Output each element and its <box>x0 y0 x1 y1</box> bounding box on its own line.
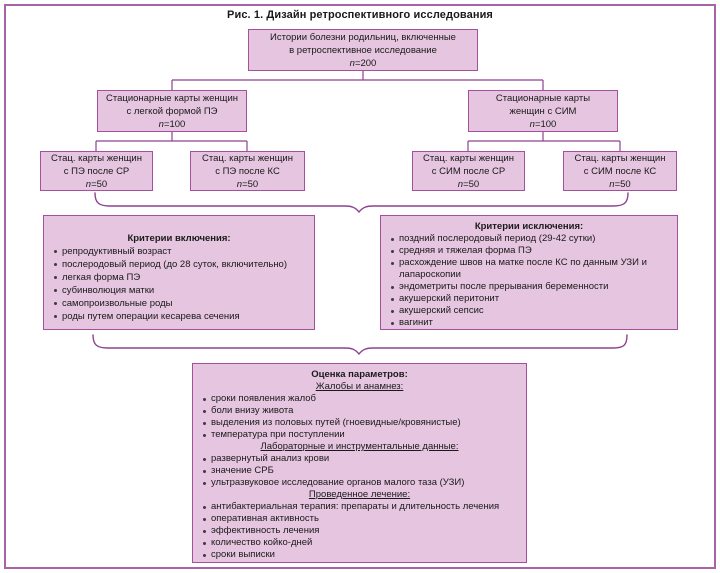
bullet-item: боли внизу живота <box>201 405 518 417</box>
inclusion-criteria-title: Критерии включения: <box>127 233 231 244</box>
bullet-item: субинволюция матки <box>52 284 306 297</box>
node-n-label: n=50 <box>609 178 631 190</box>
bullet-item: расхождение швов на матке после КС по да… <box>389 257 669 281</box>
parameters-section-heading: Жалобы и анамнез: <box>315 381 404 392</box>
node-text: Стац. карты женщин <box>423 152 514 164</box>
node-pe-group: Стационарные карты женщин с легкой формо… <box>97 90 247 132</box>
node-pe-sr: Стац. карты женщин с ПЭ после СР n=50 <box>40 151 153 191</box>
bullet-item: выделения из половых путей (гноевидные/к… <box>201 417 518 429</box>
parameters-section-heading: Проведенное лечение: <box>308 489 411 500</box>
bullet-item: поздний послеродовый период (29-42 сутки… <box>389 233 669 245</box>
node-n-label: n=100 <box>158 118 186 130</box>
node-n-label: n=50 <box>457 178 480 190</box>
bullet-item: антибактериальная терапия: препараты и д… <box>201 501 518 513</box>
exclusion-criteria-list: поздний послеродовый период (29-42 сутки… <box>389 233 669 329</box>
bullet-item: послеродовый период (до 28 суток, включи… <box>52 258 306 271</box>
bullet-item: сроки появления жалоб <box>201 393 518 405</box>
bullet-item: репродуктивный возраст <box>52 245 306 258</box>
bullet-item: развернутый анализ крови <box>201 453 518 465</box>
bullet-item: ультразвуковое исследование органов мало… <box>201 477 518 489</box>
exclusion-criteria-box: Критерии исключения: поздний послеродовы… <box>380 215 678 330</box>
node-text: с СИМ после КС <box>583 165 657 177</box>
node-text: с СИМ после СР <box>431 165 506 177</box>
bullet-item: роды путем операции кесарева сечения <box>52 310 306 323</box>
bullet-item: сроки выписки <box>201 549 518 561</box>
node-root: Истории болезни родильниц, включенные в … <box>248 29 478 71</box>
bullet-item: оперативная активность <box>201 513 518 525</box>
node-text: женщин с СИМ <box>509 105 577 117</box>
bullet-item: вагинит <box>389 317 669 329</box>
figure-title: Рис. 1. Дизайн ретроспективного исследов… <box>227 9 493 21</box>
node-text: Стац. карты женщин <box>574 152 666 164</box>
inclusion-criteria-box: Критерии включения: репродуктивный возра… <box>43 215 315 330</box>
parameters-title: Оценка параметров: <box>311 369 408 380</box>
node-text: Стационарные карты <box>495 92 591 104</box>
node-text: с легкой формой ПЭ <box>126 105 218 117</box>
parameters-treatment-list: антибактериальная терапия: препараты и д… <box>201 501 518 561</box>
node-sim-ks: Стац. карты женщин с СИМ после КС n=50 <box>563 151 677 191</box>
node-text: Истории болезни родильниц, включенные <box>270 31 456 43</box>
node-text: в ретроспективное исследование <box>289 44 437 56</box>
bullet-item: количество койко-дней <box>201 537 518 549</box>
bullet-item: значение СРБ <box>201 465 518 477</box>
parameters-section-heading: Лабораторные и инструментальные данные: <box>260 441 459 452</box>
bullet-item: акушерский перитонит <box>389 293 669 305</box>
bullet-item: самопроизвольные роды <box>52 297 306 310</box>
node-text: с ПЭ после КС <box>215 165 280 177</box>
brace-to-criteria <box>94 192 629 214</box>
bullet-item: эффективность лечения <box>201 525 518 537</box>
exclusion-criteria-title: Критерии исключения: <box>474 221 584 232</box>
bullet-item: акушерский сепсис <box>389 305 669 317</box>
node-text: Стац. карты женщин <box>51 152 142 164</box>
tree-connector-lines <box>95 71 621 151</box>
bullet-item: средняя и тяжелая форма ПЭ <box>389 245 669 257</box>
node-n-label: n=50 <box>85 178 108 190</box>
bullet-item: легкая форма ПЭ <box>52 271 306 284</box>
brace-to-parameters <box>92 334 628 356</box>
node-text: Стац. карты женщин <box>202 152 293 164</box>
parameters-box: Оценка параметров: Жалобы и анамнез: сро… <box>192 363 527 563</box>
node-n-label: n=200 <box>349 57 377 69</box>
node-n-label: n=100 <box>529 118 557 130</box>
node-sim-group: Стационарные карты женщин с СИМ n=100 <box>468 90 618 132</box>
node-text: с ПЭ после СР <box>63 165 130 177</box>
bullet-item: эндометриты после прерывания беременност… <box>389 281 669 293</box>
node-n-label: n=50 <box>236 178 259 190</box>
node-text: Стационарные карты женщин <box>105 92 239 104</box>
bullet-item: температура при поступлении <box>201 429 518 441</box>
node-sim-sr: Стац. карты женщин с СИМ после СР n=50 <box>412 151 525 191</box>
node-pe-ks: Стац. карты женщин с ПЭ после КС n=50 <box>190 151 305 191</box>
